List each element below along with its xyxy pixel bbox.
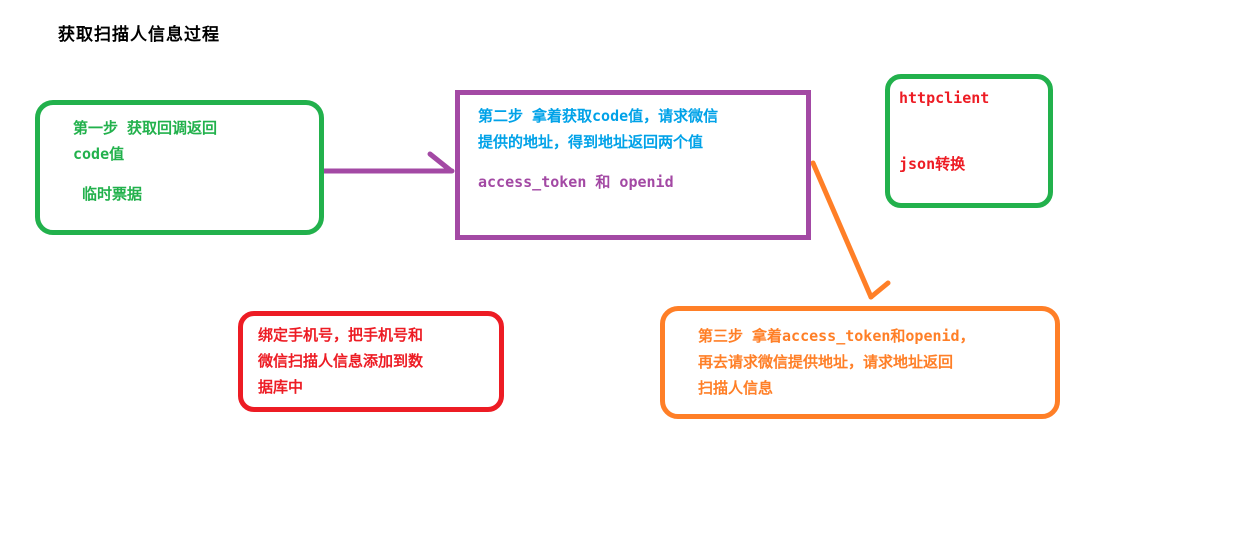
step3-text: 第三步 拿着access_token和openid， 再去请求微信提供地址，请求… [698,327,975,397]
step1-box[interactable]: 第一步 获取回调返回 code值 临时票据 [35,100,324,235]
tools-box[interactable]: httpclient json转换 [885,74,1053,208]
bind-phone-text: 绑定手机号，把手机号和 微信扫描人信息添加到数 据库中 [258,326,424,396]
step2-description: 第二步 拿着获取code值，请求微信 提供的地址，得到地址返回两个值 [478,107,719,151]
tools-json-label: json转换 [899,155,966,173]
diagram-title: 获取扫描人信息过程 [58,25,220,45]
tools-httpclient-label: httpclient [899,89,990,107]
step2-box[interactable]: 第二步 拿着获取code值，请求微信 提供的地址，得到地址返回两个值 acces… [455,90,811,240]
arrow-step2-to-step3 [810,160,891,300]
arrow-step1-to-step2 [320,151,455,174]
bind-phone-box[interactable]: 绑定手机号，把手机号和 微信扫描人信息添加到数 据库中 [238,311,504,412]
step1-note: 临时票据 [82,185,143,203]
step1-text: 第一步 获取回调返回 code值 [73,119,218,163]
step2-token-values: access_token 和 openid [478,173,674,191]
step3-box[interactable]: 第三步 拿着access_token和openid， 再去请求微信提供地址，请求… [660,306,1060,419]
